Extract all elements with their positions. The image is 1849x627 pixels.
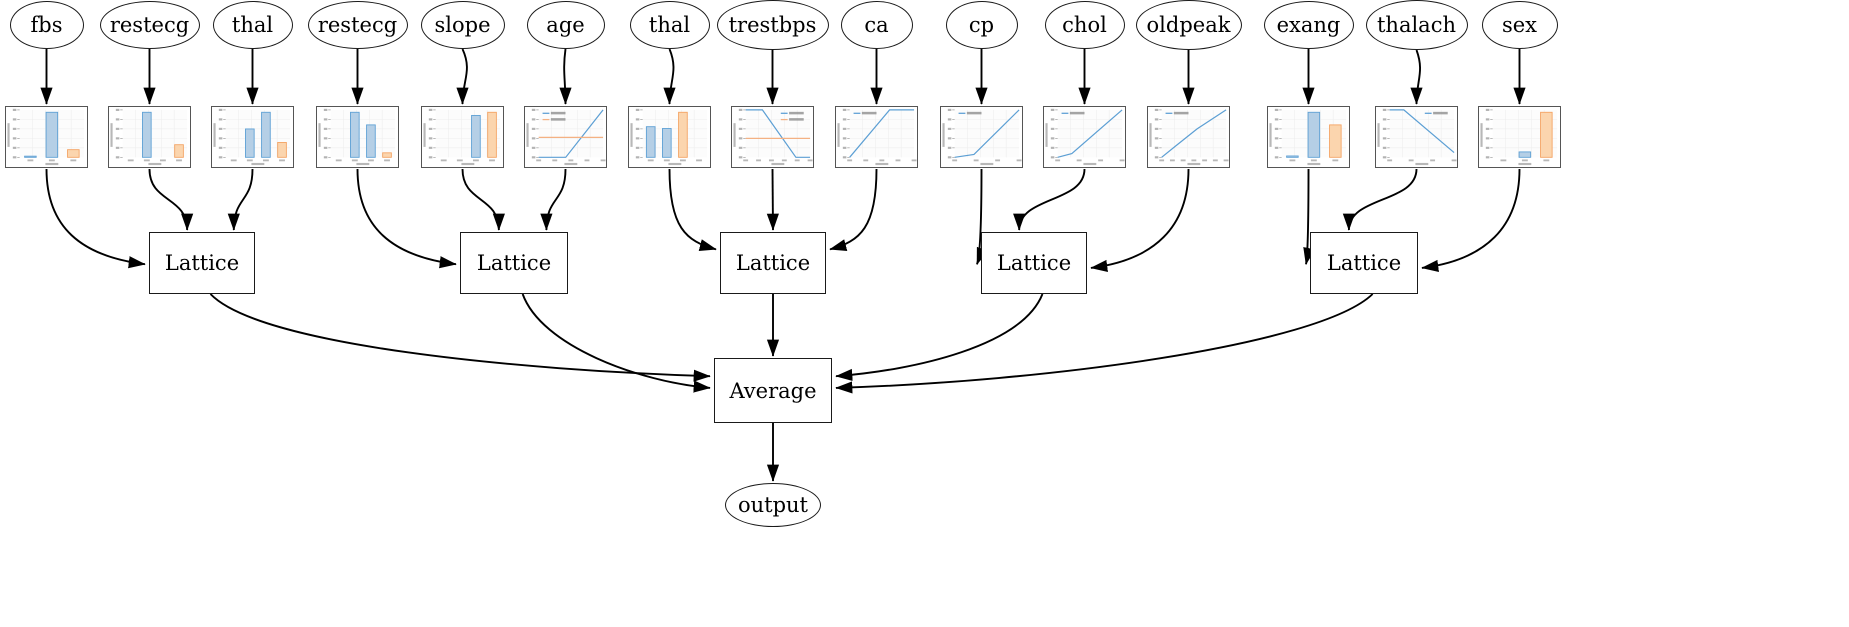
edge-calibrator-to-lattice-9 xyxy=(976,168,989,265)
input-node-restecg-3[interactable]: restecg xyxy=(307,1,408,49)
edge-calibrator-to-lattice-11 xyxy=(1090,168,1190,272)
edge-lattice-to-average-3 xyxy=(835,293,1044,382)
calibrator-plot-slope-4[interactable] xyxy=(421,106,504,168)
input-node-thalach-13[interactable]: thalach xyxy=(1365,0,1468,50)
input-node-trestbps-7[interactable]: trestbps xyxy=(716,0,829,50)
calibrator-plot-cp-9[interactable] xyxy=(940,106,1023,168)
input-node-oldpeak-11[interactable]: oldpeak xyxy=(1135,0,1242,50)
calibrator-plot-ca-8[interactable] xyxy=(835,106,918,168)
lattice-node-0[interactable]: Lattice xyxy=(149,232,255,294)
edge-calibrator-to-lattice-2 xyxy=(227,168,254,231)
input-node-label: restecg xyxy=(317,12,398,37)
average-node[interactable]: Average xyxy=(714,358,832,423)
edge-calibrator-to-lattice-1 xyxy=(148,168,194,231)
edge-lattice-to-average-4 xyxy=(835,293,1374,394)
input-node-label: trestbps xyxy=(728,12,817,37)
lattice-node-1[interactable]: Lattice xyxy=(460,232,568,294)
lattice-node-4[interactable]: Lattice xyxy=(1310,232,1418,294)
calibrator-plot-exang-12[interactable] xyxy=(1267,106,1350,168)
edge-calibrator-to-lattice-13 xyxy=(1342,168,1418,231)
input-node-thal-6[interactable]: thal xyxy=(629,1,710,49)
input-node-chol-10[interactable]: chol xyxy=(1044,1,1125,49)
input-node-label: age xyxy=(546,12,585,37)
calibrator-plot-thal-2[interactable] xyxy=(211,106,294,168)
input-node-ca-8[interactable]: ca xyxy=(840,1,913,49)
calibrator-plot-age-5[interactable] xyxy=(524,106,607,168)
input-node-fbs-0[interactable]: fbs xyxy=(9,1,84,49)
input-node-label: thalach xyxy=(1376,12,1456,37)
calibrator-plot-restecg-3[interactable] xyxy=(316,106,399,168)
edge-lattice-to-average-0 xyxy=(209,293,711,382)
edge-calibrator-to-lattice-14 xyxy=(1421,168,1521,272)
calibrator-plot-trestbps-7[interactable] xyxy=(731,106,814,168)
calibrator-plot-fbs-0[interactable] xyxy=(5,106,88,168)
input-node-label: restecg xyxy=(109,12,190,37)
input-node-slope-4[interactable]: slope xyxy=(420,1,505,49)
calibrator-plot-restecg-1[interactable] xyxy=(108,106,191,168)
input-node-label: cp xyxy=(968,12,995,37)
input-node-label: exang xyxy=(1276,12,1341,37)
lattice-node-label: Lattice xyxy=(996,251,1072,275)
edge-calibrator-to-lattice-3 xyxy=(356,168,457,269)
edge-calibrator-to-lattice-5 xyxy=(540,168,567,231)
output-node-label: output xyxy=(737,492,808,517)
input-node-restecg-1[interactable]: restecg xyxy=(99,1,200,49)
input-node-label: ca xyxy=(864,12,889,37)
edge-input-to-calibrator-5 xyxy=(559,48,572,105)
input-node-cp-9[interactable]: cp xyxy=(945,1,1018,49)
input-node-label: sex xyxy=(1501,12,1538,37)
input-node-label: thal xyxy=(231,12,274,37)
edge-calibrator-to-lattice-6 xyxy=(668,168,717,252)
input-node-label: fbs xyxy=(30,12,63,37)
calibrator-plot-thalach-13[interactable] xyxy=(1375,106,1458,168)
edge-calibrator-to-lattice-8 xyxy=(829,168,878,252)
edge-input-to-calibrator-6 xyxy=(663,48,676,105)
lattice-node-2[interactable]: Lattice xyxy=(720,232,826,294)
input-node-label: slope xyxy=(434,12,491,37)
edge-calibrator-to-lattice-4 xyxy=(461,168,505,231)
calibrator-plot-thal-6[interactable] xyxy=(628,106,711,168)
calibrator-plot-chol-10[interactable] xyxy=(1043,106,1126,168)
edge-calibrator-to-lattice-10 xyxy=(1013,168,1086,231)
input-node-label: chol xyxy=(1062,12,1107,37)
edge-input-to-calibrator-13 xyxy=(1410,49,1423,105)
edge-calibrator-to-lattice-0 xyxy=(45,168,146,269)
edge-lattice-to-average-1 xyxy=(521,293,711,393)
lattice-node-3[interactable]: Lattice xyxy=(981,232,1087,294)
input-node-label: oldpeak xyxy=(1146,12,1231,37)
lattice-node-label: Lattice xyxy=(476,251,552,275)
edge-input-to-calibrator-4 xyxy=(456,48,469,105)
lattice-node-label: Lattice xyxy=(1326,251,1402,275)
average-node-label: Average xyxy=(729,378,817,403)
edge-calibrator-to-lattice-7 xyxy=(766,168,779,231)
input-node-sex-14[interactable]: sex xyxy=(1481,1,1558,49)
calibrator-plot-sex-14[interactable] xyxy=(1478,106,1561,168)
input-node-age-5[interactable]: age xyxy=(526,1,605,49)
input-node-thal-2[interactable]: thal xyxy=(212,1,293,49)
input-node-exang-12[interactable]: exang xyxy=(1263,1,1354,49)
lattice-node-label: Lattice xyxy=(735,251,811,275)
lattice-node-label: Lattice xyxy=(164,251,240,275)
input-node-label: thal xyxy=(648,12,691,37)
calibrator-plot-oldpeak-11[interactable] xyxy=(1147,106,1230,168)
edge-calibrator-to-lattice-12 xyxy=(1303,168,1316,265)
output-node[interactable]: output xyxy=(725,483,821,527)
